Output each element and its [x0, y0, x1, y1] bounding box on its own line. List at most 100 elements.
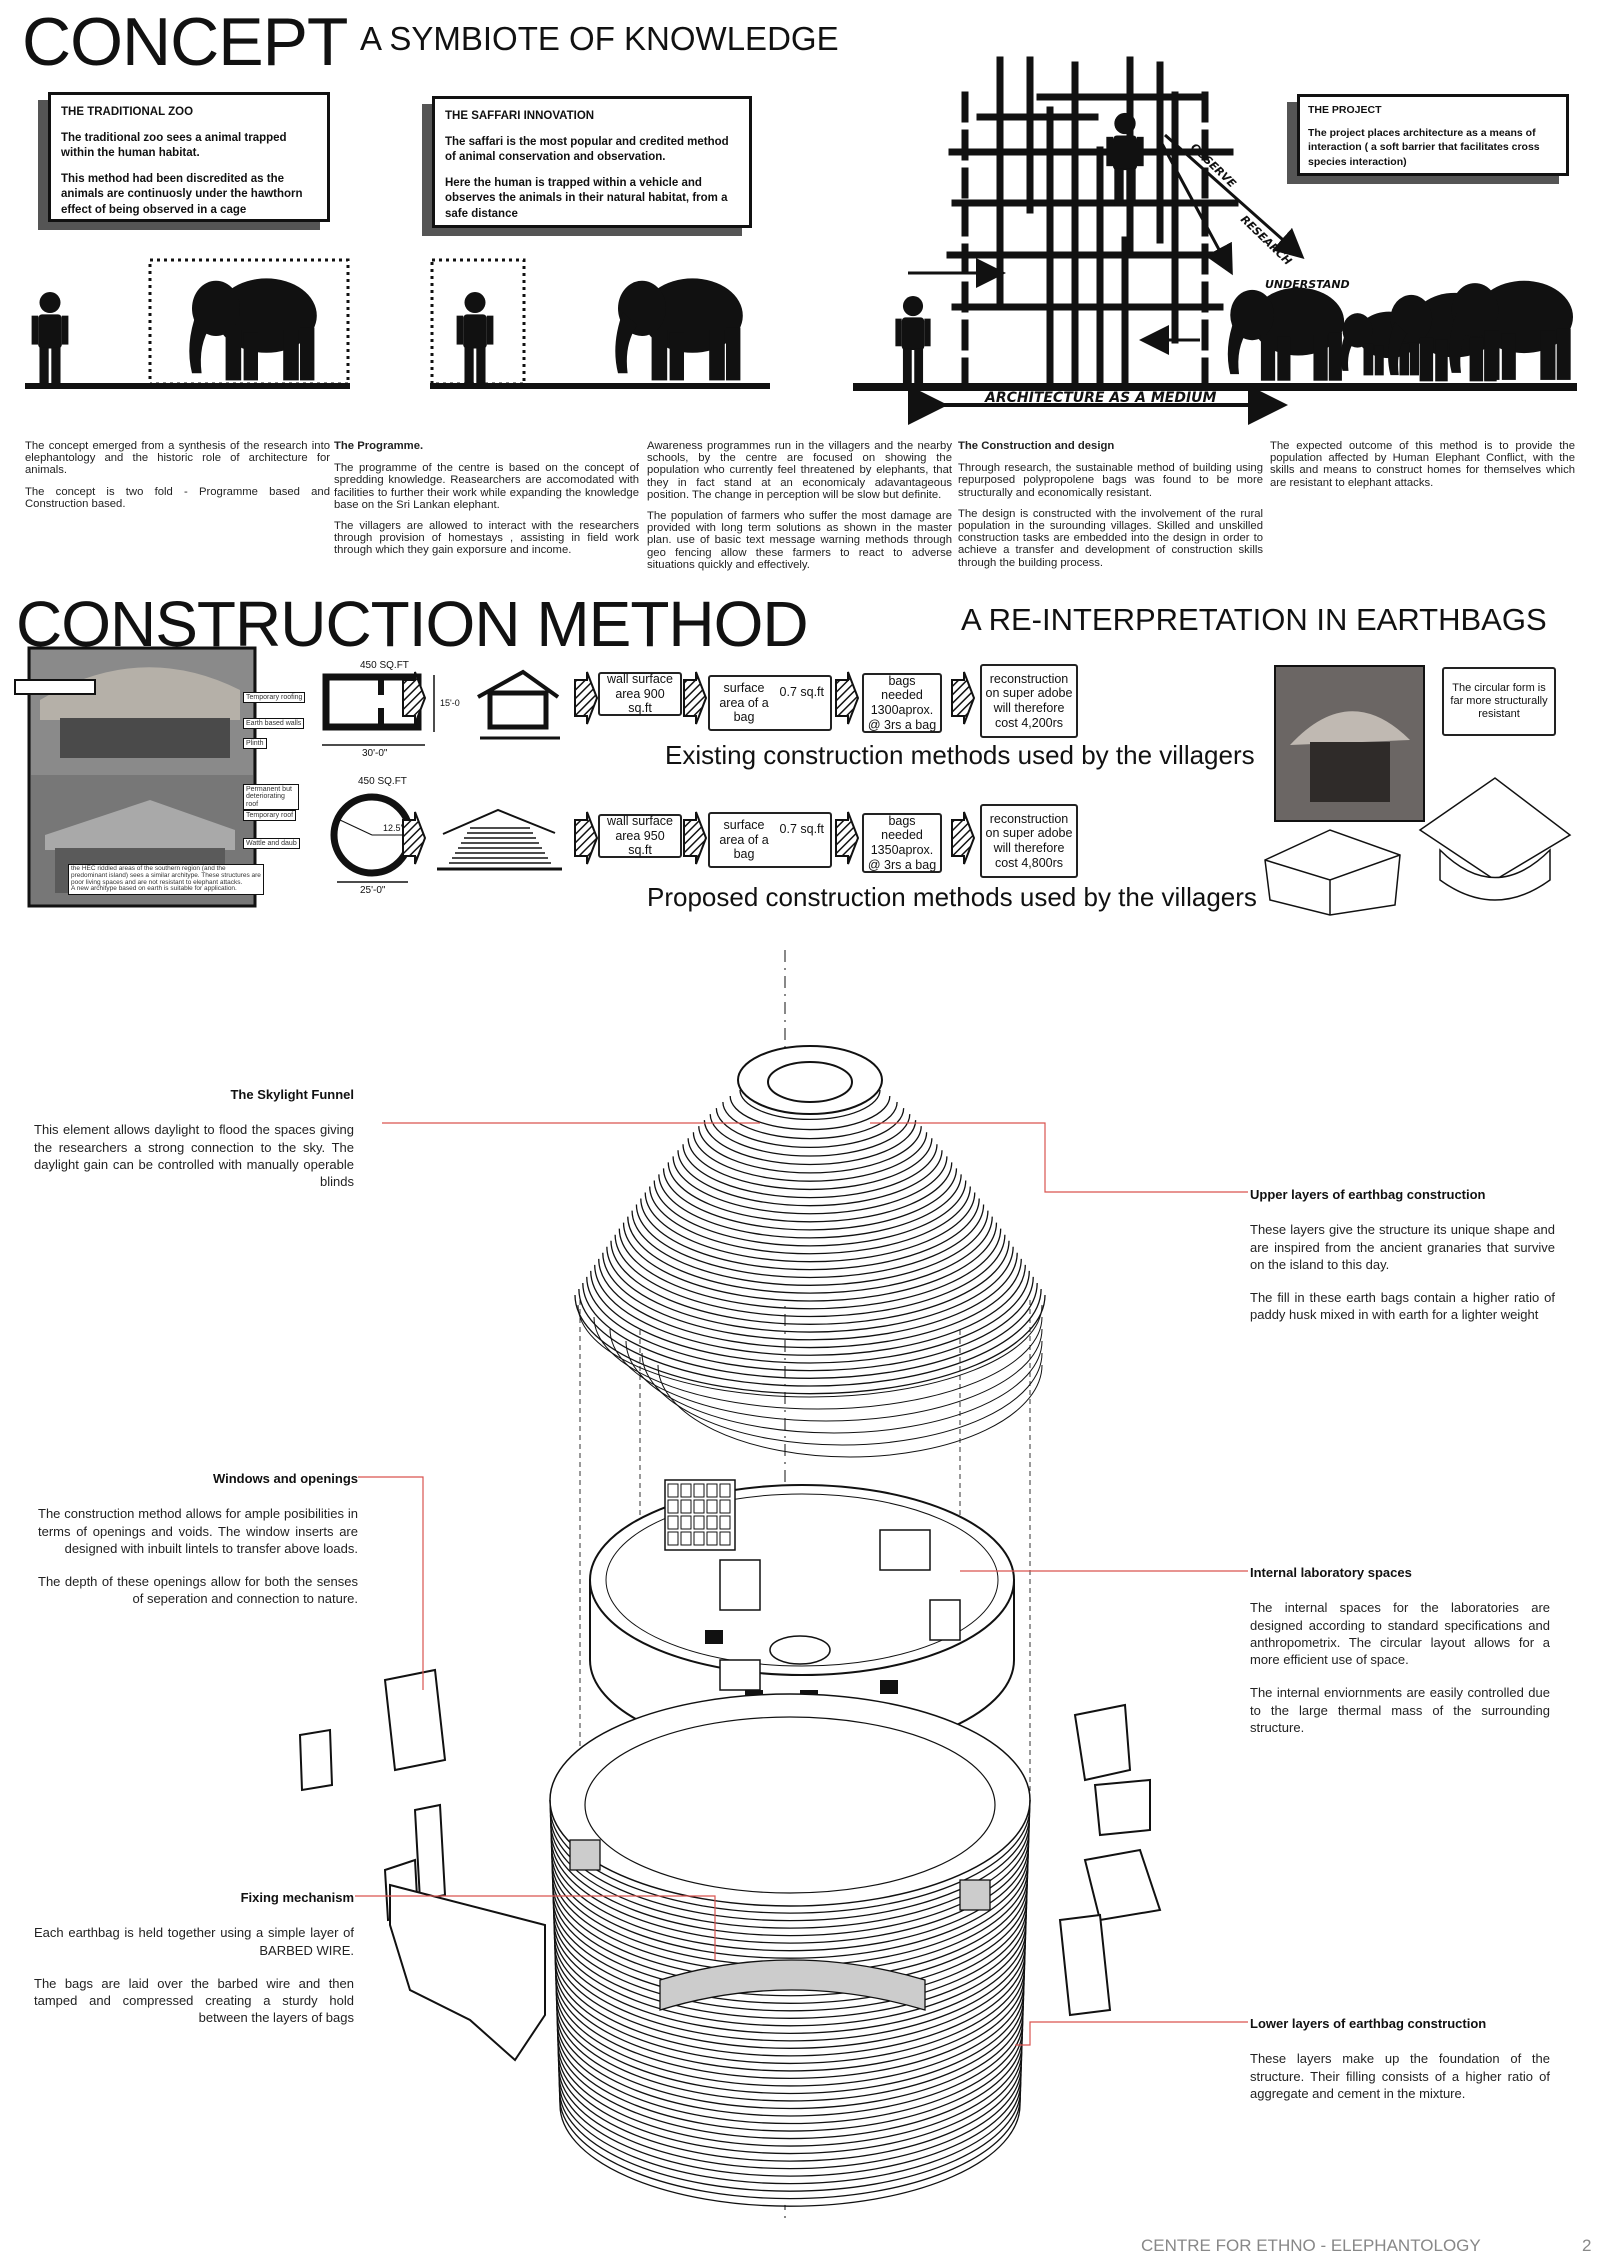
column-heading: The Construction and design	[958, 440, 1115, 452]
shelf-cell	[667, 1531, 679, 1546]
earthbag-layer	[641, 1352, 1043, 1446]
flow-arrow-icon	[574, 671, 599, 725]
earthbag-layer	[554, 1960, 1026, 2065]
photo-tag: Temporary roofing	[243, 692, 306, 704]
earthbag-layer	[586, 1276, 1034, 1372]
earthbag-layer	[555, 1982, 1025, 2087]
village-house-photo	[14, 646, 257, 908]
project-scene: OBSERVE RESEARCH UNDERSTAND ARCHITECTURE…	[853, 56, 1577, 425]
shelf-cell	[693, 1515, 705, 1530]
earthbag-layer	[582, 1282, 1038, 1379]
shelf-cell	[667, 1499, 679, 1514]
earthbag-layer	[552, 1891, 1028, 1997]
shelf-cell	[719, 1531, 731, 1546]
earthbag-layer	[722, 1102, 898, 1140]
construction-title: CONSTRUCTION METHOD	[16, 588, 809, 660]
lower-layers-label: Lower layers of earthbag construction Th…	[1250, 2015, 1550, 2118]
paragraph: The villagers are allowed to interact wi…	[334, 520, 639, 557]
flow-arrow-icon	[683, 811, 708, 865]
shelf-cell	[680, 1483, 692, 1498]
earthbag-layer	[682, 1144, 938, 1199]
earthbag-layer	[590, 1270, 1030, 1364]
earthbag-layer	[556, 2013, 1024, 2117]
construction-subtitle: A RE-INTERPRETATION IN EARTHBAGS	[961, 602, 1547, 637]
concept-column-4: The Construction and design Through rese…	[958, 440, 1263, 578]
shelf-cell	[693, 1483, 705, 1498]
circular-section-sketch	[437, 808, 562, 871]
earthbag-layer	[622, 1222, 998, 1302]
paragraph: The internal spaces for the laboratories…	[1250, 1600, 1550, 1668]
earthbag-layer	[553, 1914, 1027, 2019]
earthbag-layer	[715, 1108, 905, 1148]
label-heading: Windows and openings	[212, 1471, 358, 1486]
wall-area-box: wall surface area 900 sq.ft	[598, 672, 682, 716]
flow-arrow-icon	[402, 811, 427, 865]
leader-lines	[355, 1122, 1248, 2046]
box-heading: THE TRADITIONAL ZOO	[61, 106, 194, 118]
earthbag-layer	[598, 1258, 1022, 1348]
bag-area-value: 0.7 sq.ft	[779, 822, 824, 836]
human-icon	[31, 292, 69, 384]
earthbag-layer	[729, 1096, 891, 1131]
paragraph: Each earthbag is held together using a s…	[34, 1925, 354, 1958]
earthbag-layer	[658, 1174, 962, 1239]
shelf-cell	[680, 1531, 692, 1546]
earthbag-layer	[606, 1246, 1014, 1333]
earthbag-layer	[553, 1937, 1027, 2042]
circular-hut-photo	[1274, 665, 1425, 822]
page-number: 2	[1582, 2236, 1592, 2255]
drum-fill	[550, 1800, 1030, 2205]
earthbag-layer	[662, 1168, 958, 1231]
rectangular-plan-sketch	[322, 673, 435, 746]
earthbag-layer	[557, 2036, 1023, 2140]
shelf-cell	[680, 1515, 692, 1530]
sketch-label: 25'-0"	[360, 885, 386, 896]
computer-monitor	[880, 1680, 898, 1694]
skylight-funnel-label: The Skylight Funnel This element allows …	[34, 1086, 354, 1206]
earthbag-layer	[556, 2028, 1024, 2132]
earthbag-layer	[653, 1180, 967, 1247]
sketch-label: 450 SQ.FT	[358, 776, 407, 787]
window-void	[959, 1879, 991, 1911]
internal-lab-label: Internal laboratory spaces The internal …	[1250, 1564, 1550, 1752]
earthbag-layer	[578, 1288, 1042, 1387]
earthbag-layer	[644, 1192, 976, 1263]
earthbag-layer	[677, 1150, 943, 1207]
earthbag-layer	[672, 1156, 948, 1215]
bag-area-label: surface area of a bag	[719, 817, 769, 862]
earthbag-layer	[557, 2051, 1023, 2155]
earthbag-layer	[698, 1126, 922, 1174]
paragraph: The fill in these earth bags contain a h…	[1250, 1290, 1555, 1323]
paragraph: The bags are laid over the barbed wire a…	[34, 1975, 354, 2026]
shelf-cell	[667, 1483, 679, 1498]
paragraph: The population of farmers who suffer the…	[647, 510, 952, 571]
existing-methods-caption: Existing construction methods used by th…	[665, 740, 1255, 770]
sketch-label: 15'-0	[440, 698, 460, 708]
flow-arrow-icon	[574, 811, 599, 865]
cost-box: reconstruction on super adobe will there…	[980, 804, 1078, 878]
lower-earthbag-drum	[549, 1693, 1031, 2207]
flow-arrow-icon	[402, 671, 427, 725]
earthbag-layer	[649, 1186, 971, 1255]
shelf-cell	[680, 1499, 692, 1514]
label-heading: The Skylight Funnel	[230, 1087, 354, 1102]
windows-openings-label: Windows and openings The construction me…	[38, 1470, 358, 1624]
window-void	[569, 1839, 601, 1871]
paragraph: The internal enviornments are easily con…	[1250, 1685, 1550, 1735]
earthbag-layer	[687, 1138, 933, 1191]
earthbag-layer	[555, 1975, 1025, 2080]
concept-subtitle: A SYMBIOTE OF KNOWLEDGE	[360, 20, 839, 57]
elephant-icon	[615, 278, 743, 381]
flow-arrow-icon	[835, 811, 860, 865]
safari-scene	[430, 258, 770, 389]
fixing-band	[659, 1959, 926, 2011]
earthbag-layer	[558, 2066, 1022, 2170]
earthbag-layer	[556, 2005, 1024, 2110]
box-heading: THE PROJECT	[1308, 104, 1382, 116]
human-icon	[456, 292, 494, 384]
lab-furniture	[719, 1559, 761, 1611]
earthbag-layer	[739, 1089, 881, 1121]
photo-tag: Wattle and daub	[243, 838, 300, 850]
rectangular-section-sketch	[477, 669, 560, 740]
